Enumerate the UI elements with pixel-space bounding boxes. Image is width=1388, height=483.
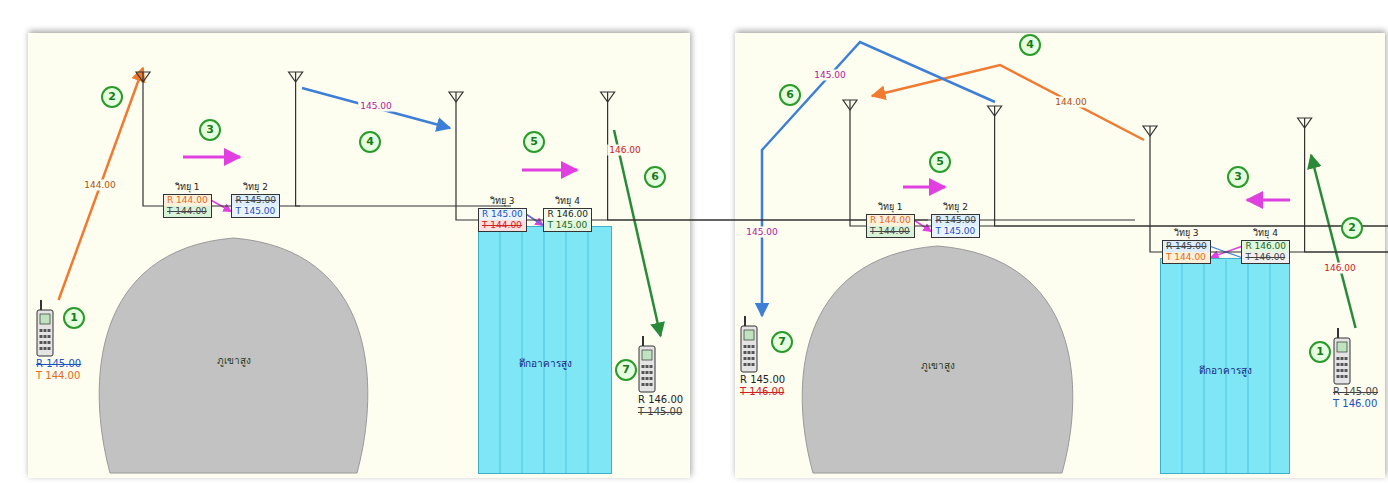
frequency-box: R 145.00T 144.00	[478, 208, 527, 232]
frequency-text: R 146.00	[1242, 241, 1289, 252]
mountain-label: ภูเขาสูง	[795, 358, 1080, 373]
radio-name: วิทยุ 1	[866, 202, 915, 214]
handheld-icon	[638, 336, 656, 394]
signal-link	[872, 65, 1144, 140]
callout-number: 1	[1309, 341, 1331, 363]
frequency-box: R 145.00T 145.00	[231, 194, 280, 218]
mountain: ภูเขาสูง	[795, 246, 1080, 473]
radio-name: วิทยุ 4	[1241, 228, 1290, 240]
frequency-label: 145.00	[358, 101, 394, 112]
radio-name: วิทยุ 4	[543, 196, 592, 208]
mountain: ภูเขาสูง	[92, 238, 375, 473]
radio-name: วิทยุ 3	[478, 196, 527, 208]
building-label: ตึกอาคารสูง	[1160, 363, 1290, 378]
handheld-icon	[1333, 328, 1351, 386]
handheld-icon	[36, 300, 54, 358]
building-label: ตึกอาคารสูง	[478, 356, 612, 371]
handheld-radio: R 145.00T 146.00	[1333, 328, 1378, 410]
frequency-text: R 144.00	[164, 195, 211, 206]
building: ตึกอาคารสูง	[1160, 258, 1290, 473]
flow-arrow	[903, 186, 945, 189]
callout-number: 7	[615, 359, 637, 381]
handheld-radio: R 145.00T 146.00	[740, 316, 785, 398]
repeater-radio: วิทยุ 4R 146.00T 145.00	[543, 88, 614, 232]
building: ตึกอาคารสูง	[478, 226, 612, 473]
repeater-radio: วิทยุ 1R 144.00T 144.00	[137, 68, 212, 218]
frequency-box: R 145.00T 144.00	[1162, 240, 1211, 264]
frequency-label: 144.00	[1053, 97, 1089, 108]
flow-arrow	[1247, 199, 1290, 202]
frequency-text: R 145.00	[36, 358, 81, 370]
callout-number: 4	[1019, 34, 1041, 56]
callout-number: 6	[644, 166, 666, 188]
signal-link	[59, 68, 143, 300]
frequency-text: T 145.00	[932, 226, 979, 237]
panel	[28, 33, 690, 478]
repeater-radio: วิทยุ 2R 145.00T 145.00	[231, 68, 302, 218]
callout-number: 2	[101, 86, 123, 108]
frequency-text: R 145.00	[1163, 241, 1210, 252]
building-shape	[478, 226, 612, 473]
frequency-text: T 144.00	[164, 206, 211, 217]
callout-number: 4	[359, 131, 381, 153]
frequency-text: R 146.00	[638, 394, 683, 406]
frequency-text: R 144.00	[867, 215, 914, 226]
panel	[735, 33, 1385, 478]
callout-number: 6	[779, 84, 801, 106]
radio-name: วิทยุ 3	[1162, 228, 1211, 240]
frequency-box: R 144.00T 144.00	[866, 214, 915, 238]
frequency-text: T 144.00	[36, 370, 81, 382]
frequency-box: R 146.00T 146.00	[1241, 240, 1290, 264]
callout-number: 1	[63, 307, 85, 329]
frequency-text: R 145.00	[932, 215, 979, 226]
frequency-text: T 145.00	[232, 206, 279, 217]
frequency-label: 146.00	[1322, 263, 1358, 274]
callout-number: 3	[1227, 166, 1249, 188]
mountain-label: ภูเขาสูง	[92, 353, 375, 368]
flow-arrow	[522, 169, 577, 172]
frequency-text: T 144.00	[867, 226, 914, 237]
signal-link	[302, 88, 450, 128]
radio-name: วิทยุ 1	[163, 182, 212, 194]
frequency-text: T 145.00	[638, 406, 683, 418]
frequency-label: 146.00	[607, 145, 643, 156]
frequency-text: T 146.00	[740, 386, 785, 398]
frequency-label: 145.00	[812, 70, 848, 81]
frequency-box: R 144.00T 144.00	[163, 194, 212, 218]
flow-arrow	[183, 156, 240, 159]
frequency-text: T 145.00	[544, 220, 591, 231]
frequency-text: R 145.00	[740, 374, 785, 386]
radio-name: วิทยุ 2	[231, 182, 280, 194]
frequency-text: T 146.00	[1242, 252, 1289, 263]
handheld-radio: R 146.00T 145.00	[638, 336, 683, 418]
frequency-label: 144.00	[82, 180, 118, 191]
repeater-radio: วิทยุ 4R 146.00T 146.00	[1241, 114, 1311, 264]
repeater-radio: วิทยุ 1R 144.00T 144.00	[844, 96, 915, 238]
frequency-text: R 145.00	[479, 209, 526, 220]
frequency-text: T 146.00	[1333, 398, 1378, 410]
signal-link	[1311, 155, 1356, 328]
frequency-box: R 146.00T 145.00	[543, 208, 592, 232]
frequency-box: R 145.00T 145.00	[931, 214, 980, 238]
frequency-text: R 146.00	[544, 209, 591, 220]
frequency-text: R 145.00	[232, 195, 279, 206]
mountain-shape	[795, 246, 1080, 473]
repeater-radio: วิทยุ 3R 145.00T 144.00	[450, 88, 527, 232]
repeater-radio: วิทยุ 3R 145.00T 144.00	[1144, 122, 1211, 264]
signal-link	[614, 130, 661, 336]
handheld-icon	[740, 316, 758, 374]
callout-number: 5	[523, 131, 545, 153]
callout-number: 7	[771, 331, 793, 353]
callout-number: 3	[199, 119, 221, 141]
frequency-text: T 144.00	[479, 220, 526, 231]
frequency-text: R 145.00	[1333, 386, 1378, 398]
callout-number: 2	[1341, 217, 1363, 239]
callout-number: 5	[929, 151, 951, 173]
frequency-label: 145.00	[744, 227, 780, 238]
radio-name: วิทยุ 2	[931, 202, 980, 214]
frequency-text: T 144.00	[1163, 252, 1210, 263]
